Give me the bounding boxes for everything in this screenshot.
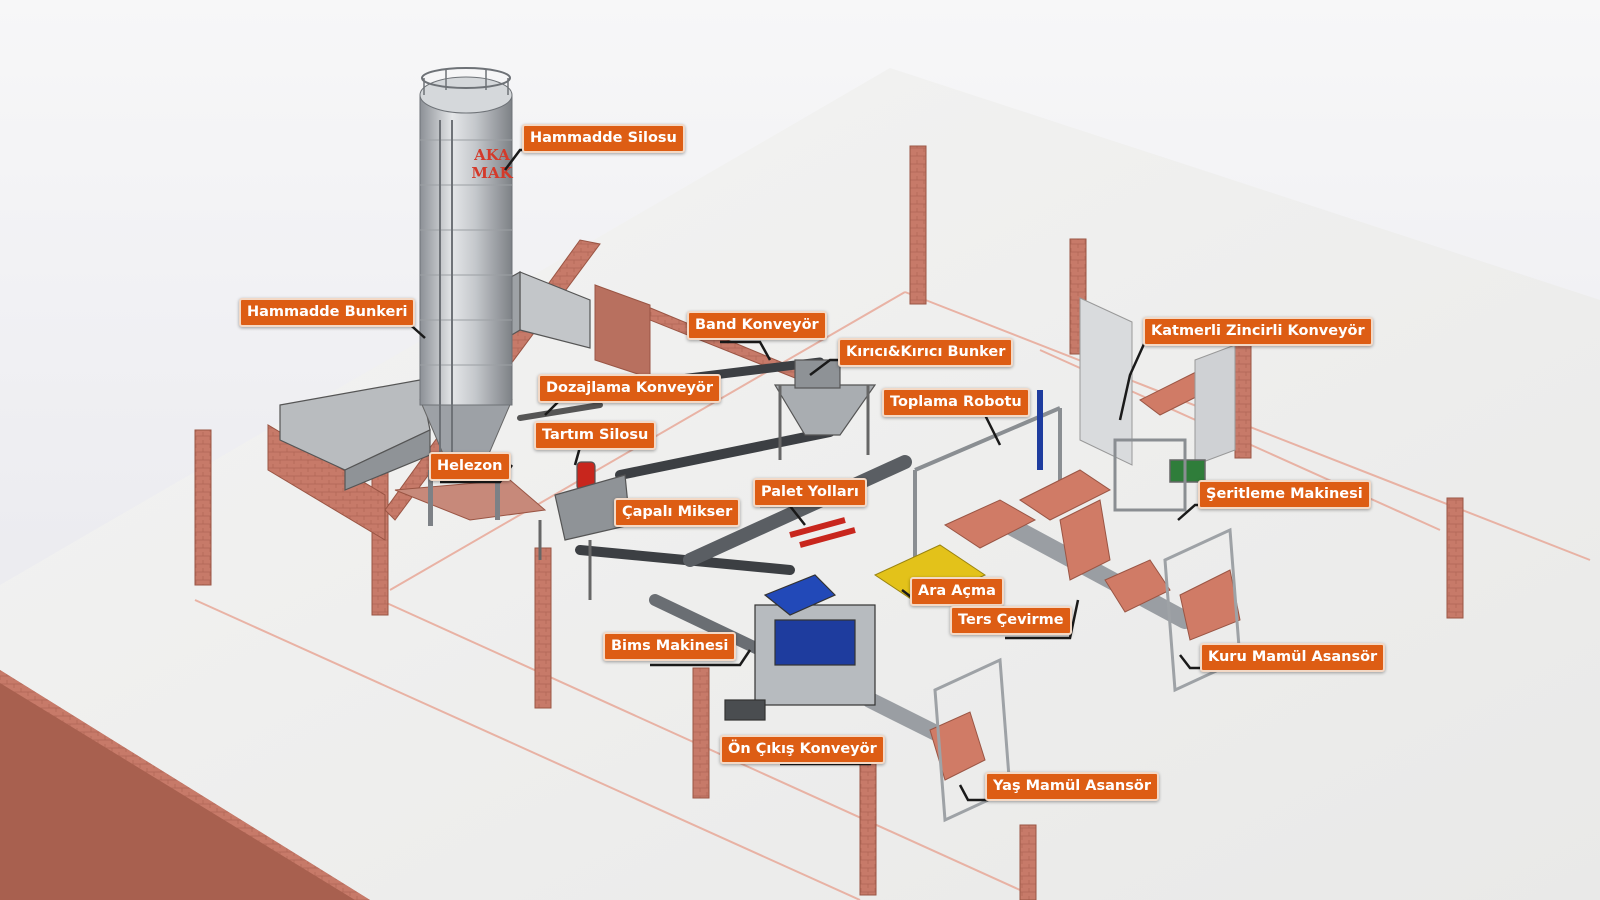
raw-material-silo: AKA MAK: [419, 67, 514, 526]
silo-lettering-line-2: MAK: [471, 164, 513, 182]
weighing-silo-and-mixer: [538, 461, 631, 600]
silo-lettering-line-1: AKA: [473, 146, 510, 164]
label-yas-mamul-asansor: Yaş Mamül Asansör: [985, 772, 1159, 801]
crusher-bunker: [773, 359, 877, 460]
label-kuru-mamul-asansor: Kuru Mamül Asansör: [1200, 643, 1386, 672]
label-hammadde-bunkeri: Hammadde Bunkeri: [239, 298, 416, 327]
block-machine: [724, 574, 876, 721]
label-on-cikis-konveyor: Ön Çıkış Konveyör: [720, 735, 885, 764]
label-ters-cevirme: Ters Çevirme: [950, 606, 1072, 635]
label-ara-acma: Ara Açma: [910, 577, 1004, 606]
wall-panels: [1079, 297, 1236, 466]
label-tartim-silosu: Tartım Silosu: [534, 421, 657, 450]
label-bims-makinesi: Bims Makinesi: [603, 632, 737, 661]
label-seritleme-makinesi: Şeritleme Makinesi: [1198, 480, 1371, 509]
label-dozajlama-konveyor: Dozajlama Konveyör: [538, 374, 722, 403]
label-hammadde-silosu: Hammadde Silosu: [522, 124, 685, 153]
label-helezon: Helezon: [429, 452, 511, 481]
label-kirici-bunker: Kırıcı&Kırıcı Bunker: [838, 338, 1014, 367]
pallet-rails: [789, 517, 856, 548]
label-katmerli-konveyor: Katmerli Zincirli Konveyör: [1143, 317, 1373, 346]
label-palet-yollari: Palet Yolları: [753, 478, 867, 507]
label-capali-mikser: Çapalı Mikser: [614, 498, 741, 527]
label-band-konveyor: Band Konveyör: [687, 311, 827, 340]
label-toplama-robotu: Toplama Robotu: [882, 388, 1030, 417]
banding-machine: [1113, 438, 1206, 512]
